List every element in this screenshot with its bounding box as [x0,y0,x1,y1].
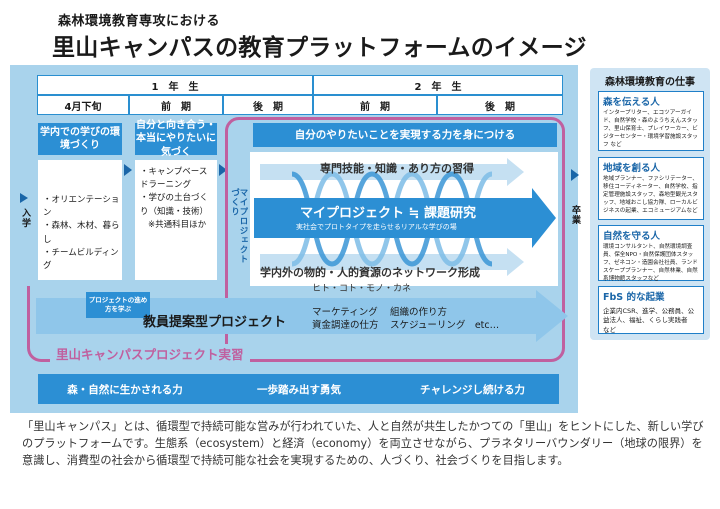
page-subtitle: 森林環境教育専攻における [58,14,221,29]
proposal-skill: 組織の作り方 [390,307,448,318]
graduation-label: 卒業 [570,205,580,225]
my-project-subtitle: 実社会でプロトタイプを走らせるリアルな学びの場 [296,223,457,231]
proposal-col2: 組織の作り方 スケジューリング etc… [390,306,499,332]
project-frame-upper [225,117,565,362]
period-y1-first: 前 期 [129,95,223,115]
my-project-creation-label: マイプロジェクトづくり [229,188,249,264]
stage1-item: ・チームビルディング [43,247,119,271]
career-card-title: FbS 的な起業 [603,292,665,303]
sidebar-title: 森林環境教育の仕事 [605,77,695,88]
network-label: 学内外の物的・人的資源のネットワーク形成 [260,266,480,279]
stage2-item: ・キャンプベースドラーニング [140,167,208,191]
career-card: 地域を創る人 地域プランナー、ファシリテーター、移住コーディネーター、自然学校、… [598,157,704,220]
entry-arrow-icon [20,193,28,203]
stage2-item: ・学びの土台づくり（知識・技術） [140,193,209,217]
skills-label: 専門技能・知識・あり方の習得 [320,162,474,175]
description-text: 「里山キャンパス」とは、循環型で持続可能な営みが行われていた、人と自然が共生した… [22,420,704,467]
career-card-body: インタープリター、エコツアーガイド、自然学校・森のようちえんスタッフ、里山保育士… [603,110,698,149]
strengths-bar [38,374,559,404]
flow-arrow-icon [219,164,227,176]
career-card-body: 地域プランナー、ファシリテーター、移住コーディネーター、自然学校、指定管理施設ス… [603,176,698,215]
proposal-title: 教員提案型プロジェクト [143,315,287,330]
strength-item: チャレンジし続ける力 [420,383,525,396]
proposal-skill: 資金調達の仕方 [312,320,379,331]
entry-label: 入学 [20,208,30,228]
strength-item: 一歩踏み出す勇気 [257,383,341,396]
stage2-box: ・キャンプベースドラーニング ・学びの土台づくり（知識・技術） ※共通科目ほか [135,160,217,280]
strength-item: 森・自然に生かされる力 [67,383,183,396]
career-card-title: 自然を守る人 [603,231,661,242]
career-card-body: 企業内CSR、進学、公務員、公益法人、福祉、くらし実践者 など [603,307,695,334]
my-project-diagram [254,158,556,276]
proposal-tag: プロジェクトの進め方を学ぶ [86,292,150,318]
stage2-heading: 自分と向き合う・本当にやりたいに気づく [135,119,217,158]
graduation-arrow-icon [571,169,579,181]
period-y1-second: 後 期 [223,95,313,115]
proposal-skill: スケジューリング etc… [390,320,500,331]
stage1-item: ・オリエンテーション [43,195,120,219]
career-card: FbS 的な起業 企業内CSR、進学、公務員、公益法人、福祉、くらし実践者 など [598,286,704,334]
flow-arrow-icon [124,164,132,176]
resources-label: ヒト・コト・モノ・カネ [312,284,412,294]
year1-header: 1 年 生 [37,75,313,95]
stage2-item: ※共通科目ほか [148,219,207,230]
career-card-title: 地域を創る人 [603,163,661,174]
stage1-box: ・オリエンテーション ・森林、木材、暮らし ・チームビルディング [38,160,122,280]
period-april: 4月下旬 [37,95,129,115]
proposal-col1: マーケティング 資金調達の仕方 [312,306,379,332]
year2-header: 2 年 生 [313,75,563,95]
career-card: 自然を守る人 環境コンサルタント、自然環境調査員、保全NPO・自然保護団体スタッ… [598,225,704,282]
stage1-item: ・森林、木材、暮らし [43,221,120,245]
my-project-title: マイプロジェクト ≒ 課題研究 [300,206,476,221]
proposal-arrow [36,290,568,342]
period-y2-second: 後 期 [437,95,563,115]
career-card: 森を伝える人 インタープリター、エコツアーガイド、自然学校・森のようちえんスタッ… [598,91,704,151]
project-label: 里山キャンパスプロジェクト実習 [50,344,250,363]
page-title: 里山キャンパスの教育プラットフォームのイメージ [52,35,587,61]
career-card-body: 環境コンサルタント、自然環境調査員、保全NPO・自然保護団体スタッフ、ゼネコン・… [603,244,698,283]
career-card-title: 森を伝える人 [603,97,660,108]
stage1-heading: 学内での学びの環境づくり [38,123,122,155]
stage3-heading: 自分のやりたいことを実現する力を身につける [253,123,557,147]
proposal-skill: マーケティング [312,307,378,318]
period-y2-first: 前 期 [313,95,437,115]
